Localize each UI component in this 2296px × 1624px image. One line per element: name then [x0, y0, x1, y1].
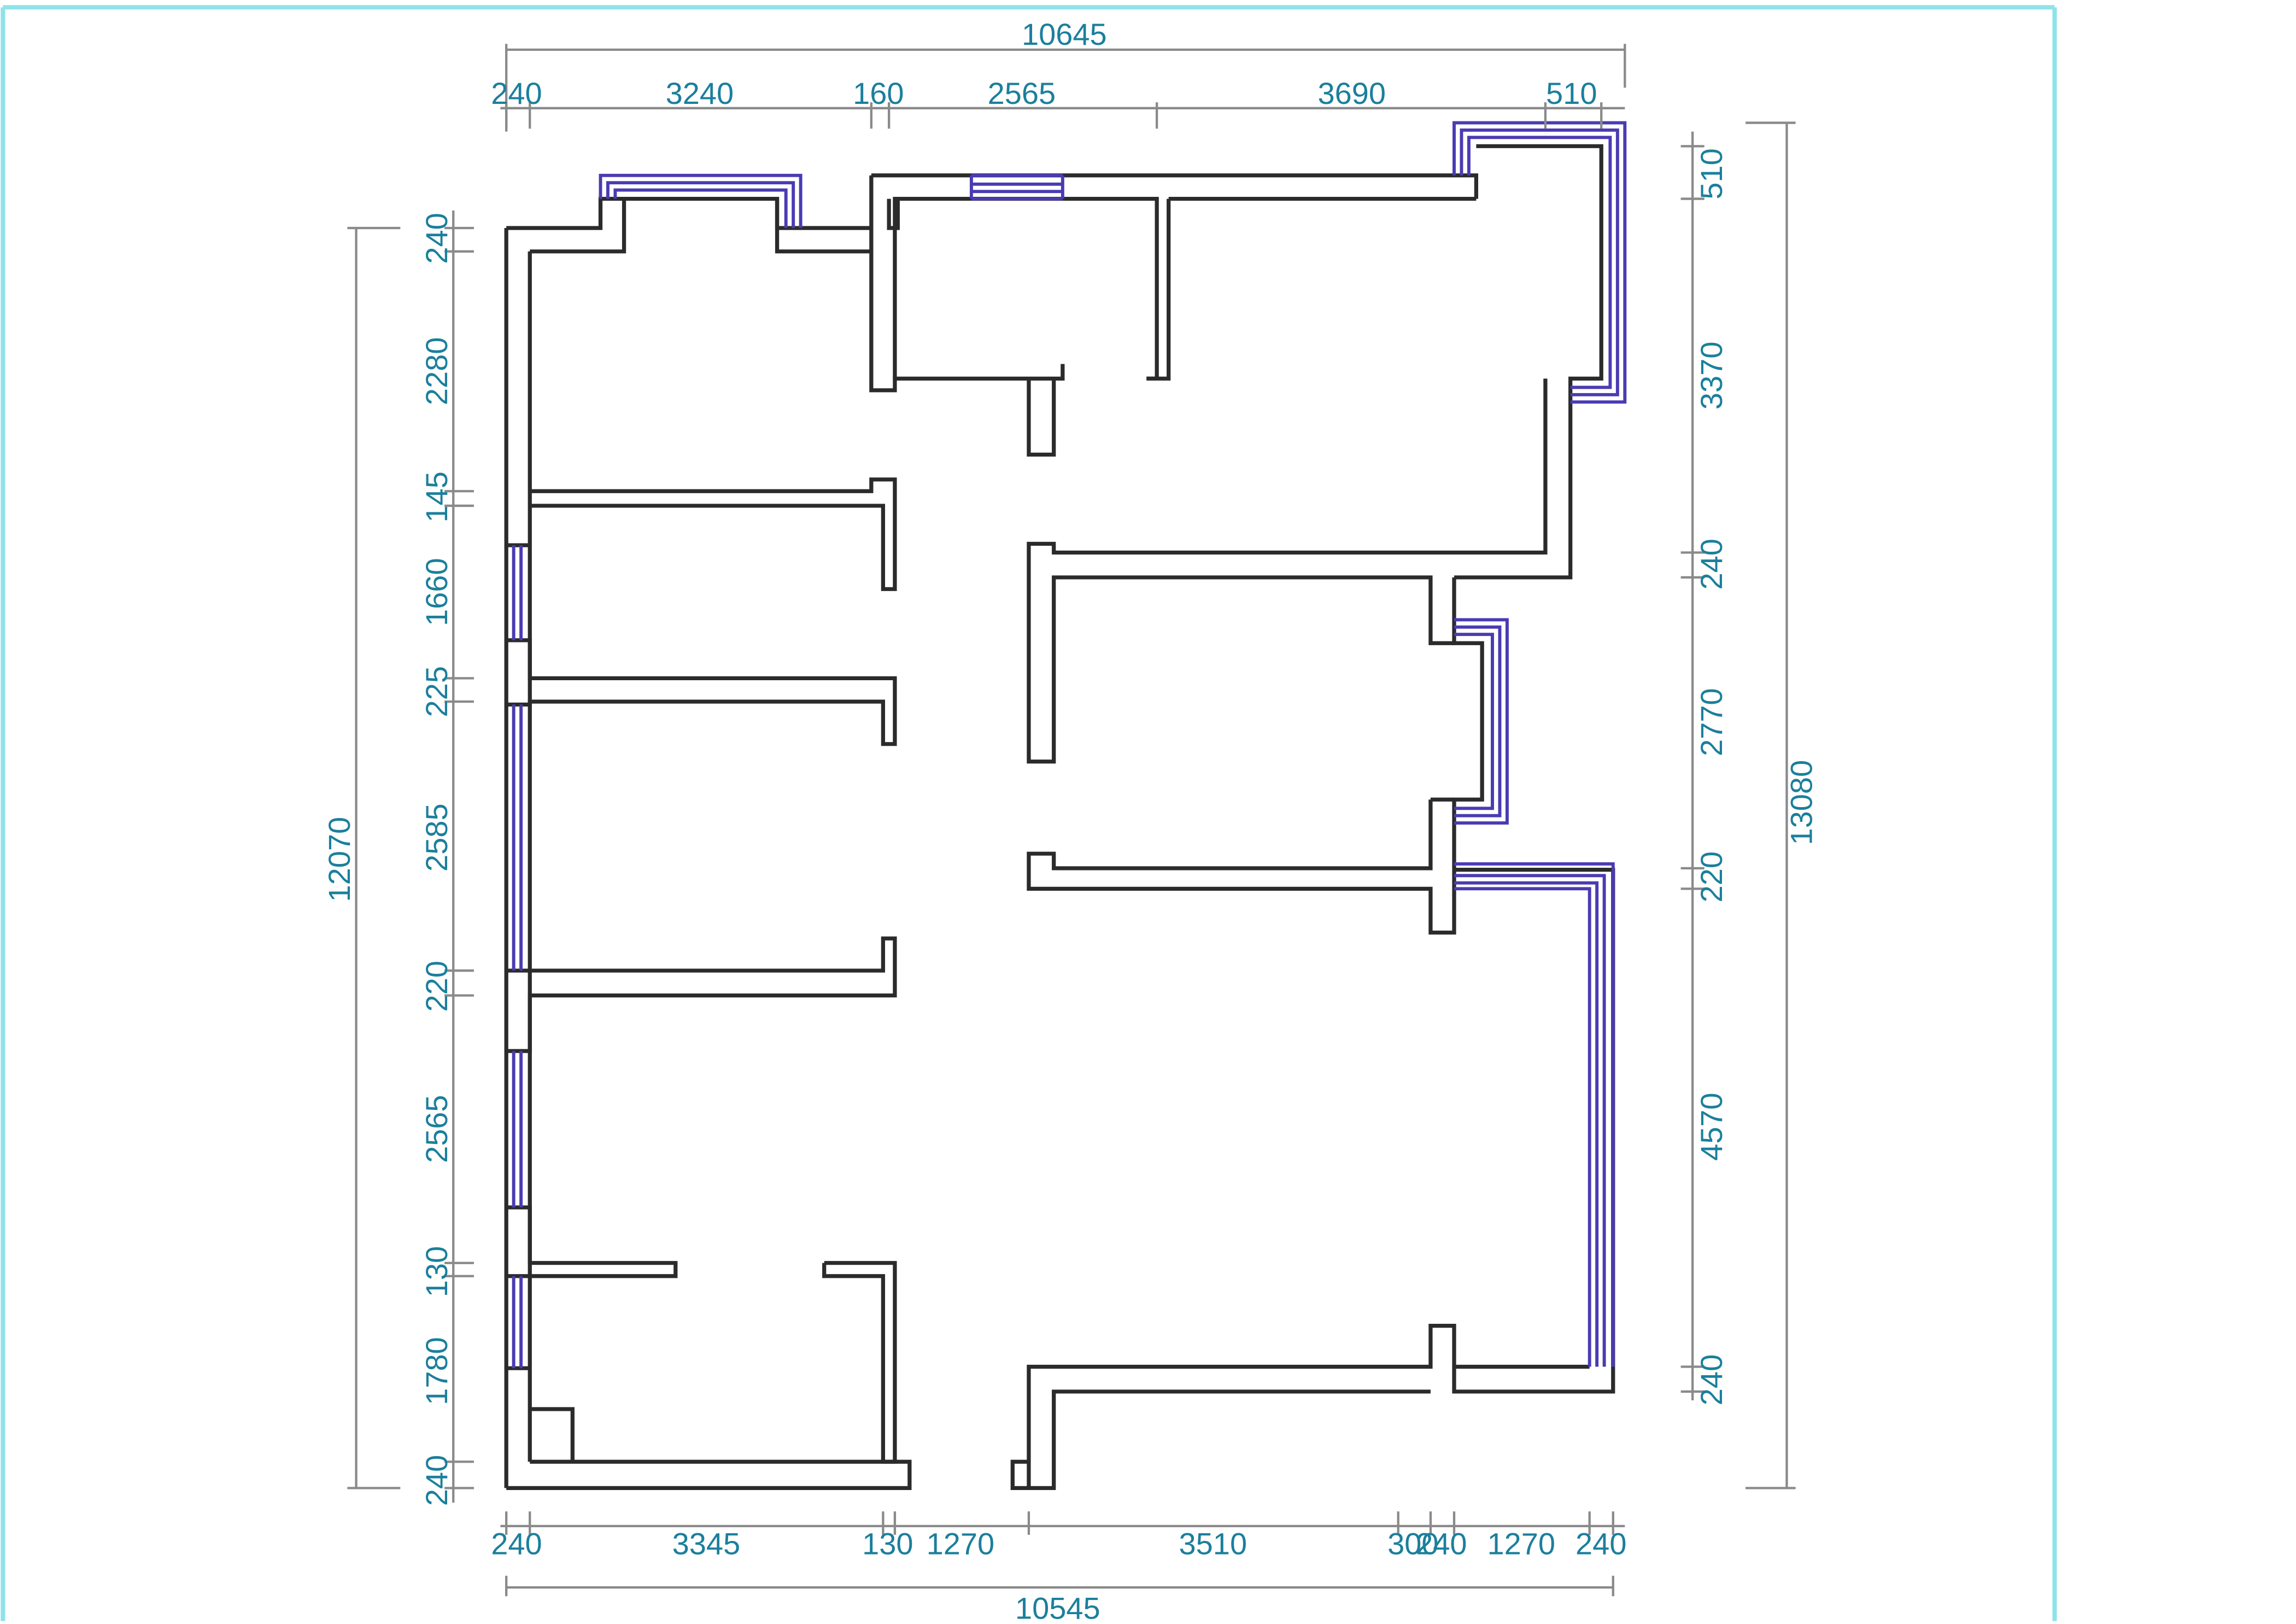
dim-top-seg: 240	[491, 76, 542, 110]
central-block-walls	[869, 173, 1477, 457]
dim-top-seg: 510	[1546, 76, 1597, 110]
left-rooms-walls	[506, 477, 897, 1464]
dim-bottom-seg: 3345	[672, 1526, 741, 1561]
dim-bottom-seg: 240	[491, 1526, 542, 1561]
dim-left-seg: 2565	[419, 1095, 454, 1163]
dim-bottom-total: 10545	[1015, 1591, 1100, 1624]
dim-left-seg: 240	[419, 1455, 454, 1506]
dim-right-seg: 4570	[1694, 1093, 1729, 1161]
dim-top-seg: 3690	[1318, 76, 1386, 110]
dim-left-seg: 145	[419, 471, 454, 522]
dimension-lines	[347, 44, 1796, 1597]
dim-left-seg: 220	[419, 961, 454, 1012]
windows	[512, 121, 1627, 1369]
dim-left-total: 12070	[322, 817, 356, 902]
exterior-walls	[504, 196, 912, 1490]
right-rooms-walls	[1010, 144, 1615, 1490]
dim-left-seg: 225	[419, 666, 454, 717]
dim-right-seg: 220	[1694, 851, 1729, 902]
dim-top-total: 10645	[1022, 17, 1107, 51]
dim-right-total: 13080	[1784, 760, 1819, 845]
dimension-labels: 10645 240 3240 160 2565 3690 510 240 334…	[322, 17, 1819, 1624]
drawing-frame	[1, 5, 2057, 1621]
dim-bottom-seg: 1270	[927, 1526, 995, 1561]
dim-bottom-seg: 240	[1575, 1526, 1626, 1561]
dim-left-seg: 2280	[419, 337, 454, 406]
dim-top-seg: 160	[853, 76, 904, 110]
dim-bottom-seg: 130	[862, 1526, 913, 1561]
dim-right-seg: 240	[1694, 1354, 1729, 1405]
dim-left-seg: 2585	[419, 803, 454, 872]
dim-top-seg: 3240	[666, 76, 734, 110]
dim-right-seg: 3370	[1694, 342, 1729, 410]
dim-top-seg: 2565	[988, 76, 1056, 110]
dim-right-seg: 510	[1694, 148, 1729, 199]
dim-bottom-seg: 1270	[1487, 1526, 1556, 1561]
dim-left-seg: 240	[419, 213, 454, 264]
dim-left-seg: 1660	[419, 558, 454, 627]
dim-right-seg: 2770	[1694, 688, 1729, 756]
dim-bottom-seg: 300	[1387, 1526, 1438, 1561]
dim-bottom-seg: 3510	[1179, 1526, 1247, 1561]
dim-left-seg: 1780	[419, 1337, 454, 1405]
dim-right-seg: 240	[1694, 539, 1729, 589]
dim-left-seg: 130	[419, 1246, 454, 1297]
dim-bottom-seg: 240	[1416, 1526, 1467, 1561]
